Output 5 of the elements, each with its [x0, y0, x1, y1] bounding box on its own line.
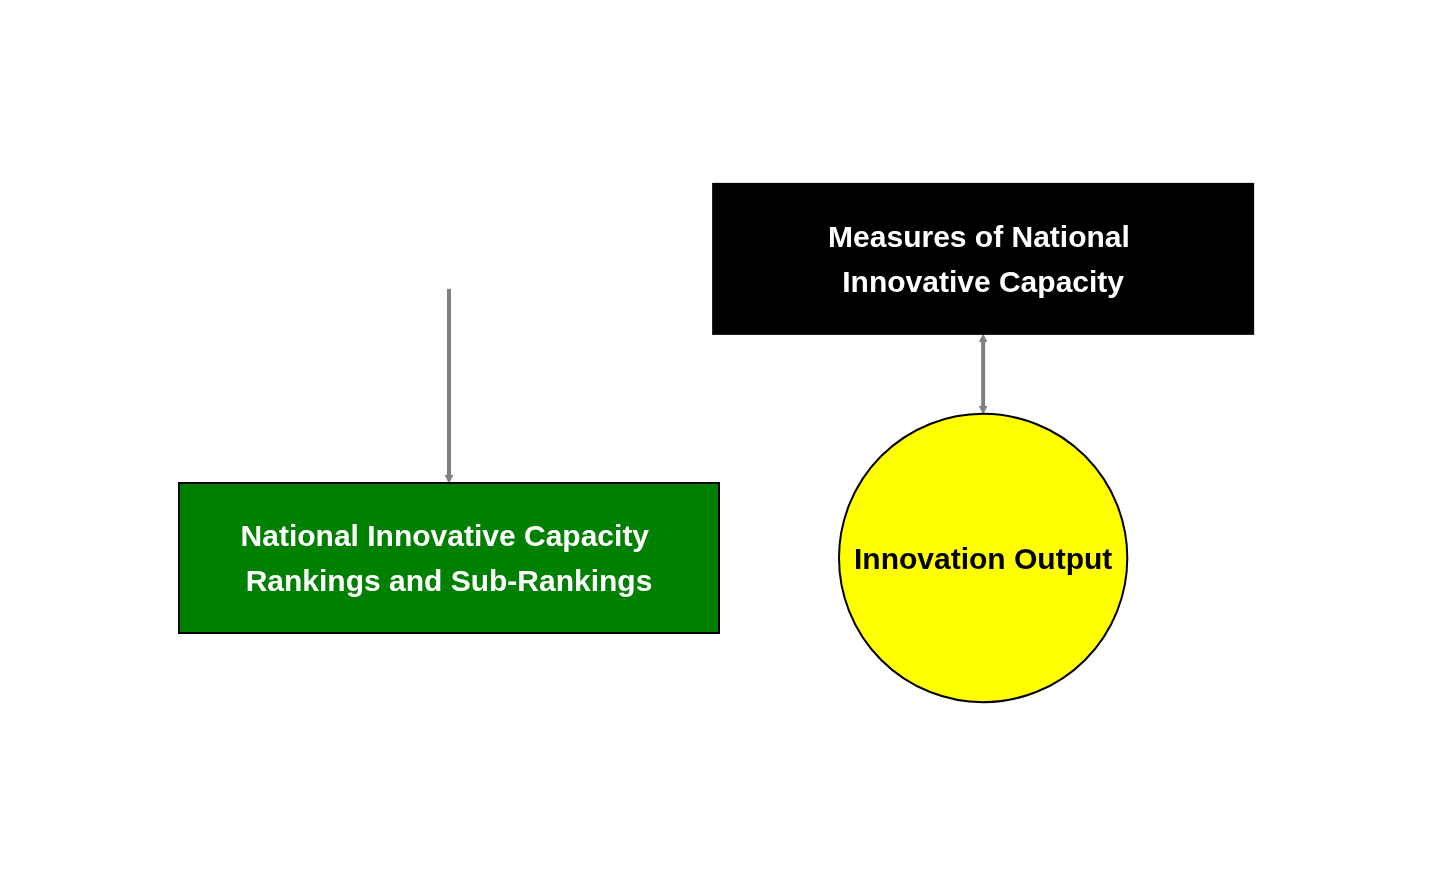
- arrow: [444, 288, 454, 484]
- arrow: [978, 333, 988, 415]
- node-box: National Innovative Capacity Rankings and Sub-Rankings: [177, 482, 720, 634]
- node-circle: Innovation Output: [837, 412, 1129, 704]
- node-box: Measures of National Innovative Capacity: [712, 182, 1255, 335]
